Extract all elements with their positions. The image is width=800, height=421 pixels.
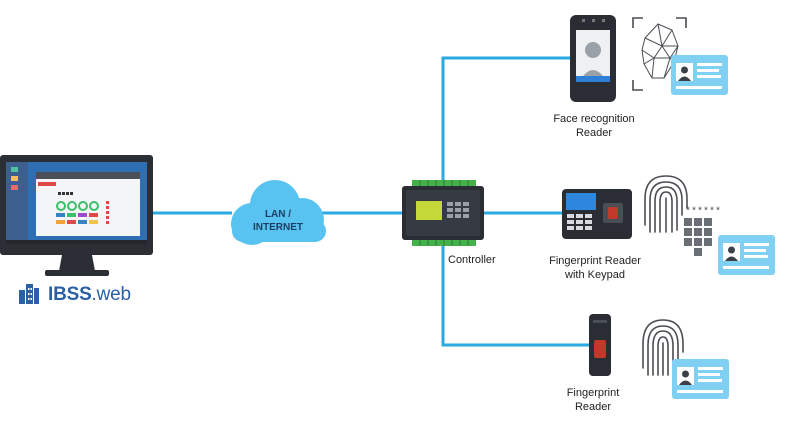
face-reader-label-line2: Reader [575, 127, 613, 139]
building-logo-icon [19, 284, 39, 304]
fp-keypad-label-line2: with Keypad [565, 269, 625, 281]
network-cloud: LAN / INTERNET [231, 180, 326, 245]
connector-lines [153, 56, 590, 347]
cloud-label-line1: LAN / [265, 209, 291, 220]
pin-keypad-icon [684, 218, 712, 256]
computer-monitor [0, 155, 153, 276]
fp-reader-label-line1: Fingerprint [566, 387, 620, 399]
face-reader-label-line1: Face recognition [553, 113, 635, 125]
fp-keypad-label: Fingerprint Reader with Keypad [537, 254, 653, 282]
fp-reader-label-line2: Reader [574, 401, 612, 413]
controller-label-text: Controller [448, 254, 496, 266]
fingerprint-icon-keypad [644, 175, 688, 233]
pin-mask: ****** [685, 206, 721, 218]
id-card-icon [718, 235, 775, 275]
logo-text: IBSS.web [48, 284, 131, 306]
face-reader-label: Face recognition Reader [538, 112, 650, 140]
brand-suffix: .web [91, 284, 132, 305]
cloud-label-line2: INTERNET [253, 222, 303, 233]
fingerprint-reader [589, 314, 611, 376]
face-mesh-icon [632, 17, 687, 91]
fingerprint-icon [642, 319, 684, 376]
brand-name: IBSS [48, 284, 92, 305]
id-card-icon [671, 55, 728, 95]
controller-device [402, 180, 484, 246]
fingerprint-keypad-reader [562, 189, 632, 239]
line-trunk-down-fp [441, 244, 590, 347]
ibss-logo: IBSS.web [42, 284, 131, 306]
line-trunk-up-face [441, 56, 570, 190]
id-card-icon [672, 359, 729, 399]
face-recognition-reader [570, 15, 616, 102]
controller-label: Controller [448, 253, 518, 267]
fp-reader-label: Fingerprint Reader [548, 386, 638, 414]
fp-keypad-label-line1: Fingerprint Reader [549, 255, 641, 267]
